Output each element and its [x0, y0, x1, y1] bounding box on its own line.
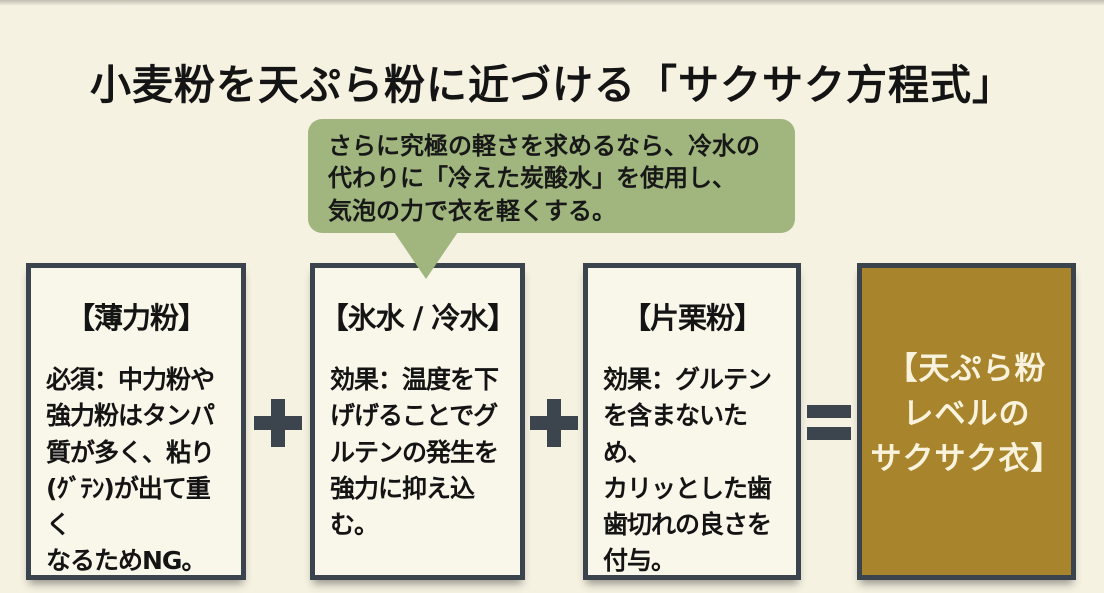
card-hakurikiko: 【薄力粉】 必須：中力粉や 強力粉はタンパ 質が多く、粘り (ｸﾞﾃﾝ)が出て重…	[26, 263, 246, 580]
card-title: 【氷水 / 冷水】	[319, 301, 517, 335]
plus-operator-label: +	[254, 399, 255, 400]
callout-tail-pointer	[392, 229, 460, 279]
card-result-tempura: 【天ぷら粉 レベルの サクサク衣】	[857, 263, 1076, 580]
page-title: 小麦粉を天ぷら粉に近づける「サクサク方程式」	[90, 61, 1014, 110]
card-body: 効果：グルテン を含まないため、 カリッとした歯 歯切れの良さを 付与。	[603, 365, 772, 576]
plus-operator-2: +	[530, 399, 578, 447]
equals-bar-bottom	[807, 427, 851, 440]
result-title: 【天ぷら粉 レベルの サクサク衣】	[870, 351, 1063, 477]
card-title: 【片栗粉】	[621, 301, 763, 335]
card-body: 必須：中力粉や 強力粉はタンパ 質が多く、粘り (ｸﾞﾃﾝ)が出て重く なるため…	[46, 365, 215, 576]
callout-text: さらに究極の軽さを求めるなら、冷水の 代わりに「冷えた炭酸水」を使用し、 気泡の…	[328, 132, 760, 225]
top-vignette	[0, 0, 1104, 6]
equals-bar-top	[807, 405, 851, 418]
carbonated-water-callout: さらに究極の軽さを求めるなら、冷水の 代わりに「冷えた炭酸水」を使用し、 気泡の…	[308, 119, 795, 233]
plus-operator-label: +	[530, 399, 531, 400]
plus-bar-vertical	[271, 399, 285, 447]
plus-bar-vertical	[547, 399, 561, 447]
card-katakuriko: 【片栗粉】 効果：グルテン を含まないため、 カリッとした歯 歯切れの良さを 付…	[583, 263, 801, 580]
equals-operator: =	[807, 405, 851, 440]
card-body: 効果：温度を下 げげることでグ ルテンの発生を 強力に抑え込む。	[330, 365, 499, 539]
card-koorimizu: 【氷水 / 冷水】 効果：温度を下 げげることでグ ルテンの発生を 強力に抑え込…	[310, 263, 525, 580]
plus-operator-1: +	[254, 399, 302, 447]
card-title: 【薄力粉】	[65, 301, 207, 335]
